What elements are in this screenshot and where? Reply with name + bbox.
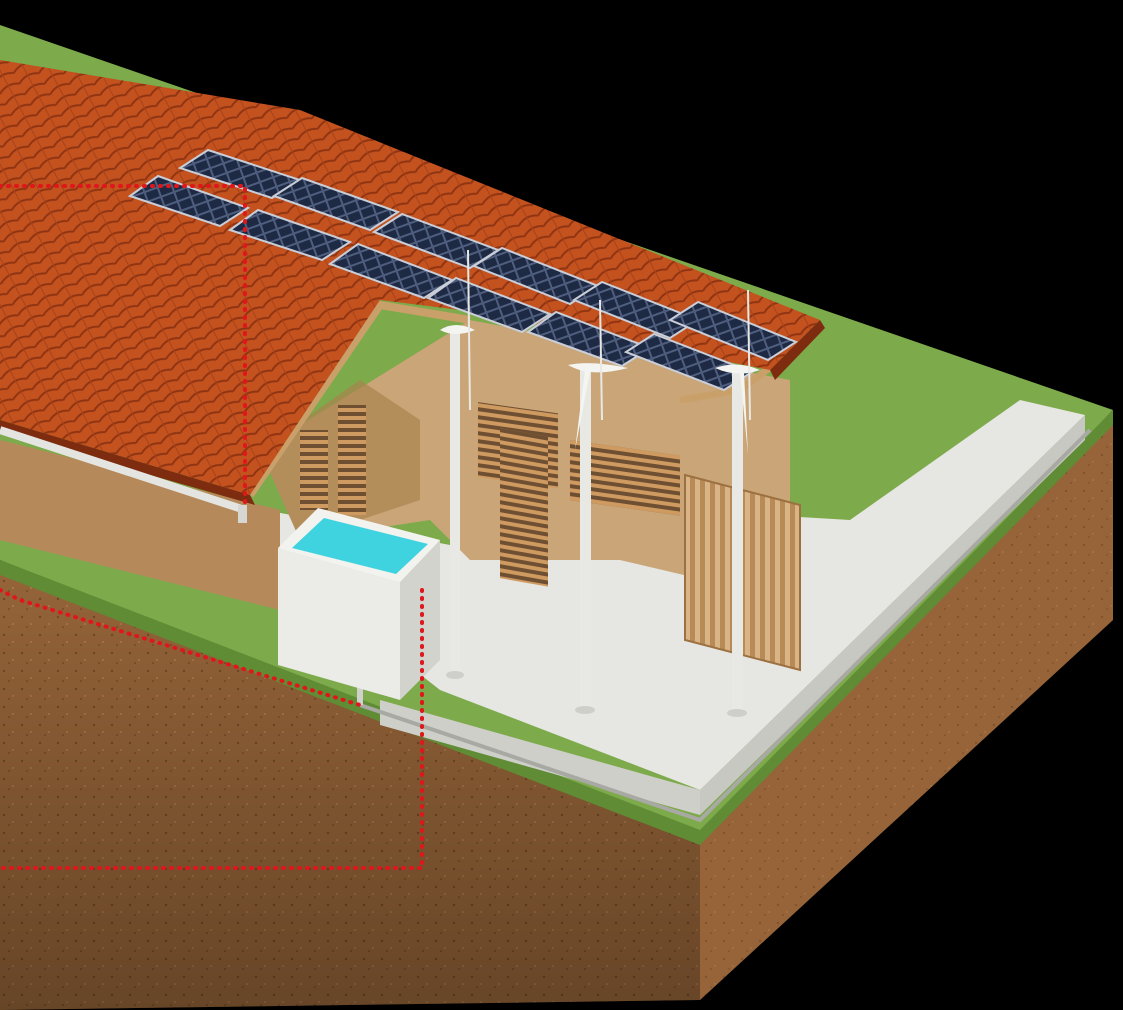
louver-side-2 (338, 405, 366, 515)
callout-line-underground (0, 588, 424, 870)
roof-eave-edge (0, 420, 255, 505)
soil-section-side-tex (700, 420, 1113, 1000)
turbine-pole (450, 330, 460, 675)
wind-turbine-1 (440, 249, 475, 679)
callout-line-tank (0, 588, 362, 707)
concrete-slab (0, 400, 1085, 790)
concrete-slab-edge (700, 415, 1085, 815)
turbine-blade (568, 363, 628, 373)
turbine-blade (440, 325, 475, 334)
gutter-downpipe (238, 505, 247, 523)
solar-panel (425, 276, 553, 334)
turbine-base (446, 671, 464, 679)
solar-panel (667, 300, 799, 362)
wind-turbine-3 (715, 289, 760, 717)
turbine-blade (575, 370, 590, 450)
solar-panel (227, 208, 353, 262)
turbine-pole (732, 370, 743, 715)
roof-right-edge (770, 320, 825, 380)
turbine-mast (467, 249, 471, 411)
turbine-pole (580, 370, 591, 710)
water-tank-body (278, 548, 400, 700)
callout-lines (0, 184, 424, 870)
solar-panel (127, 174, 251, 228)
water-tank-side (400, 540, 440, 700)
louver-panel-right (570, 440, 680, 516)
soil-shadow-front (0, 560, 700, 1010)
grass-edge-side (700, 410, 1113, 845)
turbine-mast (599, 299, 603, 421)
turbine-mast (747, 289, 751, 421)
roof-gutter (0, 426, 247, 514)
turbine-base (575, 706, 595, 714)
gable-frame (246, 300, 471, 498)
house-wall-front (0, 440, 280, 610)
turbine-blade (740, 372, 748, 455)
solar-panel (271, 176, 401, 232)
callout-line-roof (0, 184, 247, 507)
buried-pipe (359, 428, 1092, 823)
louver-door (500, 428, 548, 587)
wind-turbine-2 (568, 299, 628, 714)
louver-side-1 (300, 430, 328, 510)
solar-array (127, 148, 799, 392)
concrete-slab-edge-front (380, 700, 700, 815)
water-surface (292, 518, 428, 574)
turbine-base (727, 709, 747, 717)
